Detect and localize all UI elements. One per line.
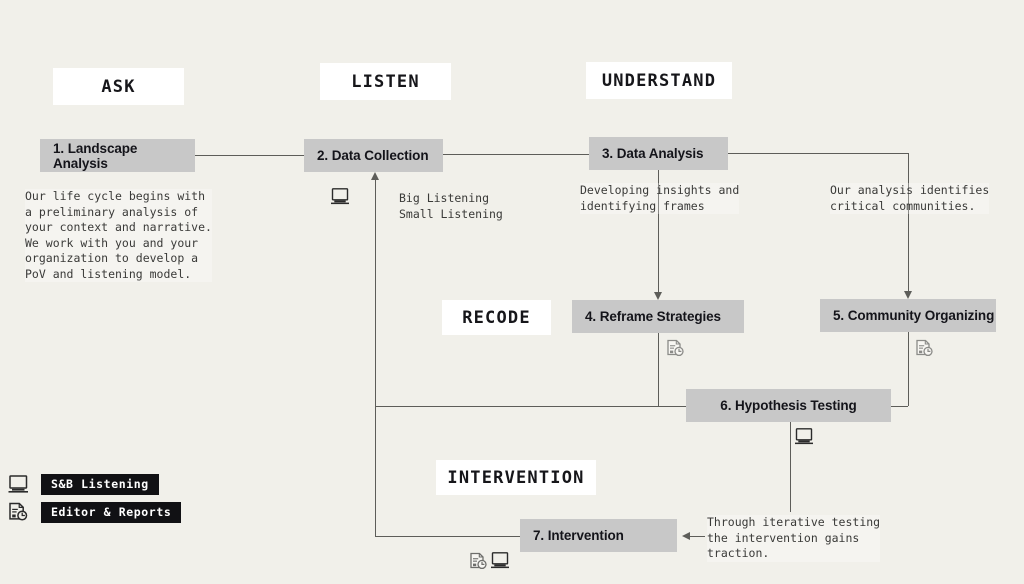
step-box-6-hypothesis-testing[interactable]: 6. Hypothesis Testing xyxy=(686,389,891,422)
step-box-1-landscape-analysis[interactable]: 1. Landscape Analysis xyxy=(40,139,195,172)
connector-4-down xyxy=(658,333,659,406)
step-label: 2. Data Collection xyxy=(317,148,429,163)
connector-3-down-to-4 xyxy=(658,170,659,292)
arrowhead-to-5 xyxy=(903,291,912,299)
legend-label: S&B Listening xyxy=(41,473,159,495)
legend-label: Editor & Reports xyxy=(41,501,182,523)
connector-5-down xyxy=(908,332,909,406)
monitor-icon xyxy=(491,552,510,569)
connector-4-into-6 xyxy=(658,406,686,407)
phase-label: LISTEN xyxy=(351,71,420,92)
step-label: 4. Reframe Strategies xyxy=(585,309,721,324)
phase-chip-intervention: INTERVENTION xyxy=(436,460,596,495)
legend: S&B Listening Editor & Reports xyxy=(8,473,182,530)
legend-item-editor-reports: Editor & Reports xyxy=(8,501,182,523)
connector-spine-vertical xyxy=(375,180,376,537)
connector-3-right xyxy=(728,153,909,154)
phase-label: RECODE xyxy=(462,307,531,328)
connector-spine-to-7 xyxy=(375,536,520,537)
phase-chip-recode: RECODE xyxy=(442,300,551,335)
step-label: 5. Community Organizing xyxy=(833,308,995,323)
connector-note-to-7 xyxy=(690,536,705,537)
note-iteration: Through iterative testing the interventi… xyxy=(707,515,881,562)
monitor-icon xyxy=(795,428,814,445)
document-report-icon xyxy=(666,339,685,358)
document-report-icon xyxy=(469,552,488,571)
monitor-icon xyxy=(331,188,350,205)
connector-6-down xyxy=(790,422,791,512)
connector-rail-left xyxy=(375,406,658,407)
step-box-4-reframe-strategies[interactable]: 4. Reframe Strategies xyxy=(572,300,744,333)
legend-item-listening: S&B Listening xyxy=(8,473,181,495)
phase-label: INTERVENTION xyxy=(447,467,585,488)
step-label: 7. Intervention xyxy=(533,528,624,543)
note-analysis: Our analysis identifies critical communi… xyxy=(830,183,990,214)
arrowhead-to-7 xyxy=(682,531,690,540)
note-landscape: Our life cycle begins with a preliminary… xyxy=(25,189,212,282)
note-insights: Developing insights and identifying fram… xyxy=(580,183,740,214)
document-report-icon xyxy=(8,502,29,523)
note-listening: Big Listening Small Listening xyxy=(399,191,503,221)
step-label: 6. Hypothesis Testing xyxy=(720,398,857,413)
arrowhead-to-4 xyxy=(653,292,662,300)
connector-1-to-2 xyxy=(195,155,304,156)
connector-5-into-6 xyxy=(891,406,908,407)
phase-chip-listen: LISTEN xyxy=(320,63,451,100)
monitor-icon xyxy=(8,474,29,494)
phase-label: UNDERSTAND xyxy=(601,70,717,91)
connector-2-to-3 xyxy=(443,154,589,155)
document-report-icon xyxy=(915,339,934,358)
step-label: 3. Data Analysis xyxy=(602,146,704,161)
step-box-2-data-collection[interactable]: 2. Data Collection xyxy=(304,139,443,172)
phase-label: ASK xyxy=(101,76,136,97)
step-box-7-intervention[interactable]: 7. Intervention xyxy=(520,519,677,552)
phase-chip-understand: UNDERSTAND xyxy=(586,62,732,99)
arrowhead-to-2 xyxy=(370,172,379,180)
connector-3-down-to-5 xyxy=(908,153,909,291)
step-box-3-data-analysis[interactable]: 3. Data Analysis xyxy=(589,137,728,170)
phase-chip-ask: ASK xyxy=(53,68,184,105)
step-box-5-community-organizing[interactable]: 5. Community Organizing xyxy=(820,299,996,332)
step-label: 1. Landscape Analysis xyxy=(53,140,138,171)
